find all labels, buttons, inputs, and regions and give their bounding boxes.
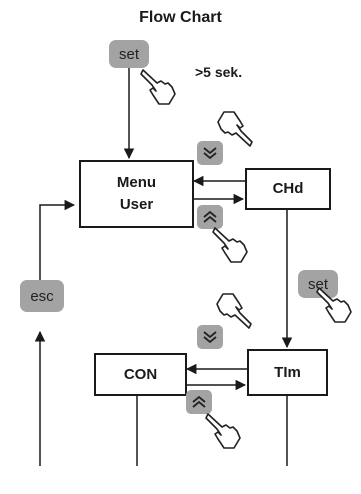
chd-box: CHd [245,168,331,210]
double-chevron-down-icon[interactable] [197,325,223,349]
con-box: CON [94,353,187,396]
set-button-top[interactable]: set [109,40,149,68]
menu-user-line-2: User [119,196,154,213]
double-chevron-down-icon[interactable] [197,141,223,165]
pointing-hand-icon [216,293,252,329]
esc-button[interactable]: esc [20,280,64,312]
pointing-hand-icon [217,111,253,147]
pointing-hand-icon [140,69,176,105]
pointing-hand-icon [205,413,241,449]
arrow-esc-to-menu [39,199,76,280]
pointing-hand-icon [316,287,352,323]
menu-user-line-1: Menu [116,174,157,191]
pointing-hand-icon [212,227,248,263]
menu-user-box: Menu User [79,160,194,228]
double-chevron-up-icon[interactable] [186,390,212,414]
double-chevron-up-icon[interactable] [197,205,223,229]
set-button-right[interactable]: set [298,270,338,298]
hold-duration-note: >5 sek. [195,64,243,80]
tim-box: TIm [247,349,328,396]
diagram-title: Flow Chart [139,9,222,26]
